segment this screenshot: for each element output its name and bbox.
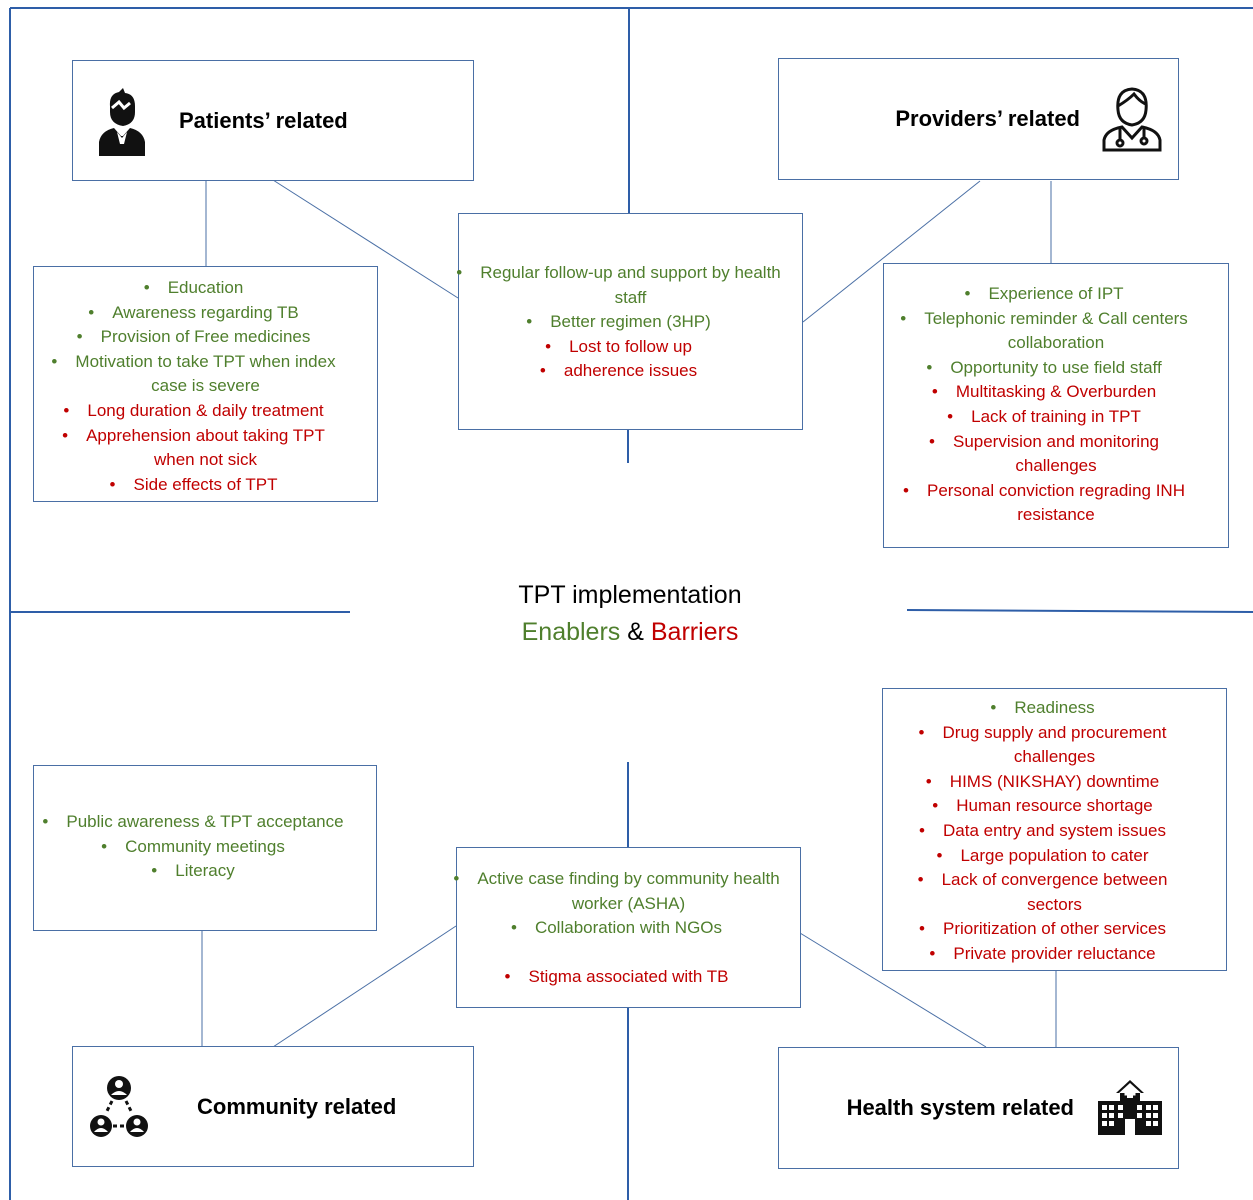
list-item: Private provider reluctance [883, 942, 1226, 967]
community-factors-list: Public awareness & TPT acceptance Commun… [34, 810, 376, 884]
list-item: Lack of training in TPT [884, 405, 1228, 430]
center-label: TPT implementation Enablers & Barriers [440, 578, 820, 652]
shared-top-factors-box: Regular follow-up and support by health … [456, 213, 803, 430]
providers-title: Providers’ related [895, 106, 1080, 131]
connector-patients-shared [272, 179, 459, 299]
community-header-box: Community related [72, 1046, 474, 1167]
list-item: Readiness [883, 696, 1226, 721]
hospital-icon [1098, 1080, 1162, 1135]
list-item: Multitasking & Overburden [884, 380, 1228, 405]
list-item: Personal conviction regrading INH resist… [884, 479, 1228, 528]
list-item: Provision of Free medicines [34, 325, 377, 350]
quadrant-divider-horizontal-right [906, 609, 1253, 613]
community-factors-box: Public awareness & TPT acceptance Commun… [33, 765, 377, 931]
patients-factors-list: Education Awareness regarding TB Provisi… [34, 276, 377, 497]
list-item: adherence issues [459, 359, 802, 384]
center-legend: Enablers & Barriers [440, 612, 820, 652]
legend-ampersand: & [627, 618, 644, 646]
list-item: Telephonic reminder & Call centers colla… [884, 307, 1228, 356]
list-item: Stigma associated with TB [457, 965, 800, 990]
list-item: Active case finding by community health … [453, 867, 800, 916]
providers-factors-list: Experience of IPT Telephonic reminder & … [884, 282, 1228, 528]
list-item: Education [34, 276, 377, 301]
list-item: Supervision and monitoring challenges [884, 430, 1228, 479]
patients-title: Patients’ related [179, 107, 348, 133]
shared-top-factors-list: Regular follow-up and support by health … [456, 261, 802, 384]
community-title: Community related [197, 1093, 397, 1119]
health-system-title: Health system related [846, 1095, 1074, 1120]
list-item: Opportunity to use field staff [884, 356, 1228, 381]
list-item: Experience of IPT [884, 282, 1228, 307]
list-item: Human resource shortage [883, 794, 1226, 819]
connector-community-shared [272, 925, 457, 1048]
list-item: Lost to follow up [459, 335, 802, 360]
providers-factors-box: Experience of IPT Telephonic reminder & … [883, 263, 1229, 548]
community-icon [90, 1075, 148, 1137]
list-item: Regular follow-up and support by health … [456, 261, 802, 310]
list-item: Drug supply and procurement challenges [883, 721, 1226, 770]
patient-icon [99, 87, 145, 156]
list-item: Long duration & daily treatment [34, 399, 377, 424]
list-item: Side effects of TPT [34, 473, 377, 498]
legend-enablers: Enablers [521, 618, 621, 646]
doctor-icon [1102, 87, 1162, 152]
providers-header-box: Providers’ related [778, 58, 1179, 180]
shared-bottom-factors-list: Active case finding by community health … [453, 867, 800, 990]
connector-health-shared [799, 932, 987, 1048]
list-item: Community meetings [34, 835, 376, 860]
health-system-factors-box: Readiness Drug supply and procurement ch… [882, 688, 1227, 971]
list-item: Public awareness & TPT acceptance [34, 810, 376, 835]
shared-bottom-factors-box: Active case finding by community health … [453, 847, 801, 1008]
patients-header-box: Patients’ related [72, 60, 474, 181]
health-system-header-box: Health system related [778, 1047, 1179, 1169]
list-item: Literacy [34, 859, 376, 884]
list-item: Data entry and system issues [883, 819, 1226, 844]
list-item: Large population to cater [883, 844, 1226, 869]
list-item: HIMS (NIKSHAY) downtime [883, 770, 1226, 795]
list-item: Apprehension about taking TPT when not s… [34, 424, 377, 473]
patients-factors-box: Education Awareness regarding TB Provisi… [33, 266, 378, 502]
health-system-factors-list: Readiness Drug supply and procurement ch… [883, 696, 1226, 967]
list-item: Collaboration with NGOs [457, 916, 800, 941]
list-item: Better regimen (3HP) [459, 310, 802, 335]
list-item: Motivation to take TPT when index case i… [34, 350, 377, 399]
connector-providers-shared [802, 180, 981, 323]
center-title: TPT implementation [518, 581, 742, 609]
list-item: Prioritization of other services [883, 917, 1226, 942]
list-item: Awareness regarding TB [34, 301, 377, 326]
list-item: Lack of convergence between sectors [883, 868, 1226, 917]
legend-barriers: Barriers [650, 618, 739, 646]
